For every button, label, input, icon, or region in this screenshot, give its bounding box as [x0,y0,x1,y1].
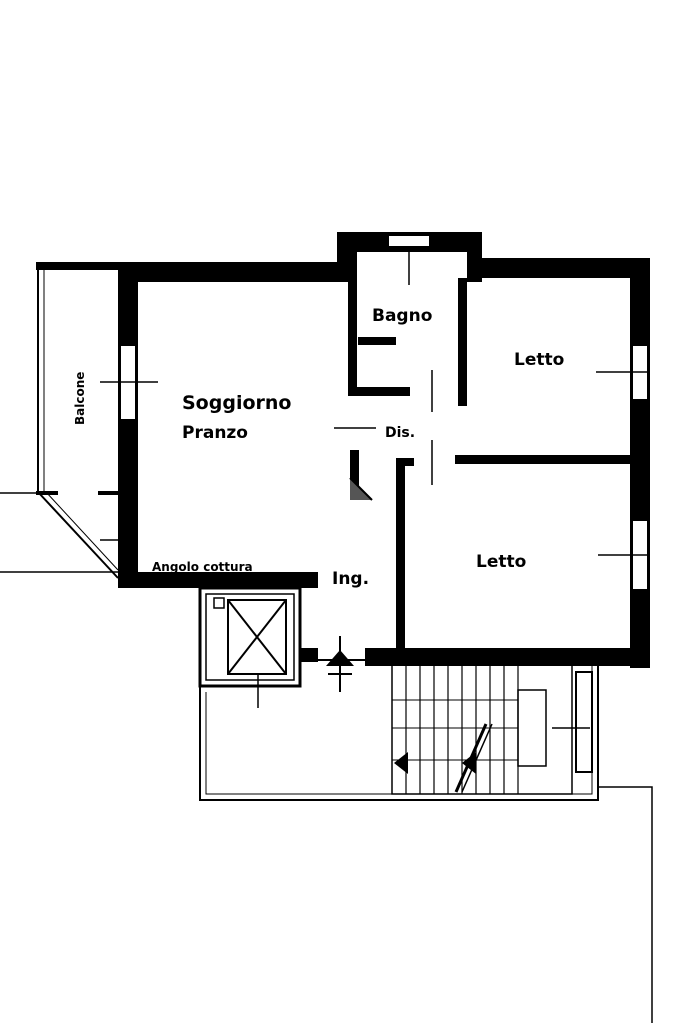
label-bagno: Bagno [372,306,432,326]
interior-walls [348,252,630,648]
corridor-lines [334,370,433,485]
entrance-arrow [326,636,354,692]
label-balcone: Balcone [73,372,87,425]
stair-arrows [394,752,476,774]
label-dis: Dis. [385,425,415,441]
label-letto-top: Letto [514,350,564,370]
label-soggiorno: Soggiorno [182,392,291,414]
label-ingresso: Ing. [332,569,369,589]
site-lines [0,492,653,1023]
label-pranzo: Pranzo [182,423,248,443]
label-angolo-cottura: Angolo cottura [152,560,253,574]
balcony [36,262,119,579]
outer-walls [118,232,650,668]
windows [100,234,649,773]
staircase [391,662,573,795]
elevator [198,586,302,708]
label-letto-bottom: Letto [476,552,526,572]
